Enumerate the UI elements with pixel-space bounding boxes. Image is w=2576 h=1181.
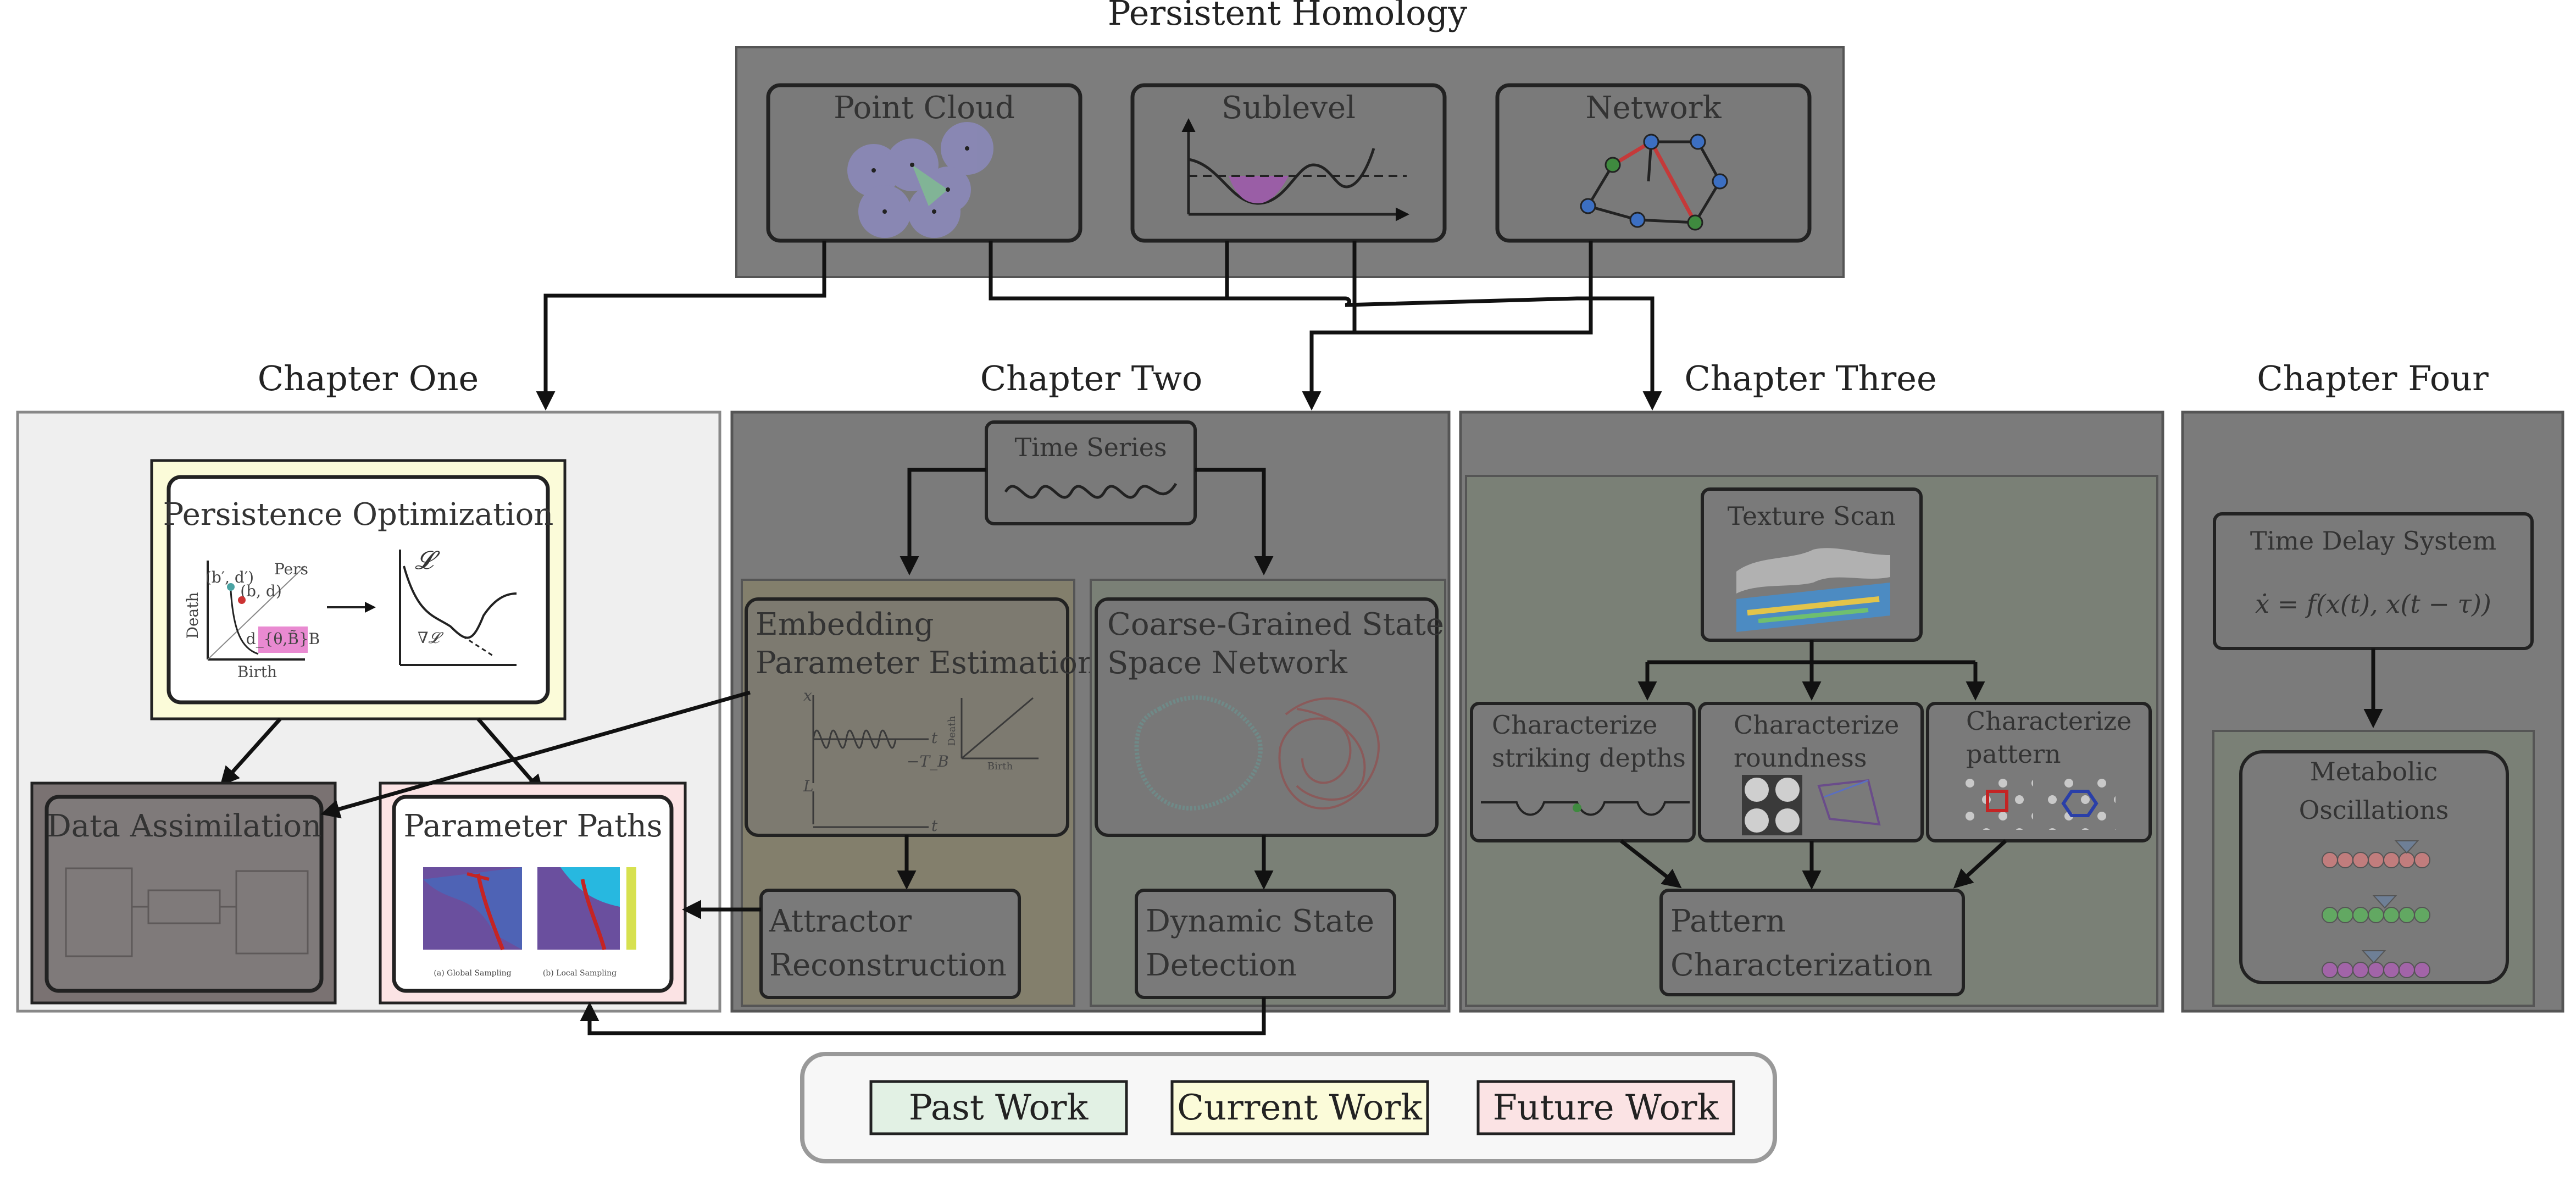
chapter-four-section: Chapter Four Time Delay System ẋ = f(x(t…	[2181, 358, 2564, 1013]
time-series-node[interactable]: Time Series	[985, 420, 1197, 525]
pattern-label-line2: pattern	[1966, 739, 2061, 769]
death-axis-label: Death	[184, 592, 202, 639]
distance-label: d_{θ,B̃}B	[246, 630, 320, 648]
parameter-paths-node[interactable]: Parameter Paths (a) Global Sampling (b) …	[392, 795, 674, 993]
chapter-four-title: Chapter Four	[2257, 358, 2489, 398]
data-assimilation-node[interactable]: Data Assimilation	[45, 795, 324, 993]
embedding-death-label: Death	[946, 716, 958, 746]
periodic-network-icon	[1134, 695, 1263, 811]
legend: Past Work Current Work Future Work	[800, 1052, 1777, 1163]
attractor-label-line1: Attractor	[769, 903, 912, 939]
coarse-grained-label-line2: Space Network	[1107, 645, 1348, 681]
time-delay-label: Time Delay System	[2250, 526, 2496, 556]
subfigure-a-caption: (a) Global Sampling	[434, 969, 511, 978]
persistence-optimization-node[interactable]: Persistence Optimization Death Birth Per…	[163, 475, 554, 705]
point-cloud-label: Point Cloud	[834, 90, 1015, 126]
chapter-one-title: Chapter One	[258, 358, 479, 398]
embedding-node[interactable]: Embedding Parameter Estimation x t L t −…	[745, 597, 1097, 837]
roundness-label-line1: Characterize	[1734, 710, 1899, 740]
data-assimilation-thumbnail	[65, 867, 309, 957]
parameter-paths-heatmaps: (a) Global Sampling (b) Local Sampling	[423, 867, 636, 978]
texture-scan-node[interactable]: Texture Scan	[1701, 487, 1923, 642]
roundness-node[interactable]: Characterize roundness	[1698, 702, 1924, 842]
chapter-two-section: Chapter Two Time Series Embedding Parame…	[320, 358, 1451, 1035]
persistence-diagram-plot: Death Birth Pers (b′, d′) (b, d) d_{θ,B̃…	[184, 545, 517, 681]
time-series-label: Time Series	[1014, 433, 1167, 462]
pattern-characterization-node[interactable]: Pattern Characterization	[1659, 889, 1965, 996]
texture-scan-label: Texture Scan	[1728, 501, 1896, 531]
pers-label: Pers	[274, 560, 308, 578]
attractor-reconstruction-node[interactable]: Attractor Reconstruction	[759, 889, 1021, 999]
network-node[interactable]: Network	[1495, 83, 1812, 243]
grad-label: ∇𝓛	[418, 629, 444, 647]
legend-label-current: Current Work	[1177, 1088, 1423, 1128]
persistent-homology-title: Persistent Homology	[1108, 0, 1467, 33]
striking-depths-node[interactable]: Characterize striking depths	[1470, 702, 1696, 842]
sublevel-node[interactable]: Sublevel	[1130, 83, 1447, 243]
point-cloud-node[interactable]: Point Cloud	[766, 83, 1082, 243]
chapter-two-title: Chapter Two	[980, 358, 1203, 398]
striking-depths-icon	[1481, 801, 1690, 816]
connector-arrows	[536, 241, 1662, 411]
embedding-t2-label: t	[931, 817, 938, 835]
network-vertices	[1580, 134, 1728, 231]
embedding-t-label: t	[931, 729, 938, 747]
metabolic-label-line1: Metabolic	[2310, 757, 2438, 786]
roundness-icon	[1742, 775, 1881, 835]
texture-surface-icon	[1736, 548, 1890, 632]
subfigure-b-caption: (b) Local Sampling	[543, 969, 617, 978]
legend-item-future: Future Work	[1476, 1080, 1735, 1135]
embedding-label-line2: Parameter Estimation	[756, 645, 1097, 681]
striking-label-line1: Characterize	[1492, 710, 1657, 740]
data-assimilation-label: Data Assimilation	[47, 808, 321, 844]
time-series-wave-icon	[1004, 483, 1178, 499]
pattern-char-label-line2: Characterization	[1670, 947, 1933, 983]
persistent-homology-section: Persistent Homology Point Cloud Sublevel	[735, 0, 1845, 278]
metabolic-chain-icons	[2322, 840, 2430, 978]
sublevel-label: Sublevel	[1222, 90, 1356, 126]
chapter-three-title: Chapter Three	[1684, 358, 1936, 398]
point2-label: (b, d)	[240, 582, 282, 600]
roundness-label-line2: roundness	[1734, 743, 1867, 773]
simplex-icon	[912, 165, 948, 206]
legend-label-future: Future Work	[1493, 1088, 1719, 1128]
time-delay-system-node[interactable]: Time Delay System ẋ = f(x(t), x(t − τ))	[2213, 512, 2534, 650]
striking-label-line2: striking depths	[1492, 743, 1686, 773]
embedding-birth-label: Birth	[987, 761, 1013, 772]
legend-label-past: Past Work	[909, 1088, 1089, 1128]
chapter-three-section: Chapter Three Texture Scan Characterize …	[1459, 358, 2164, 1013]
chapter-one-section: Chapter One Persistence Optimization Dea…	[16, 358, 721, 1013]
embedding-plots	[812, 695, 1039, 828]
dynamic-state-node[interactable]: Dynamic State Detection	[1135, 889, 1396, 999]
sublevel-plot-icon	[1181, 118, 1409, 221]
embedding-tb-label: −T_B	[907, 752, 949, 770]
metabolic-oscillations-node[interactable]: Metabolic Oscillations	[2239, 750, 2509, 984]
embedding-l-label: L	[803, 777, 814, 795]
metabolic-label-line2: Oscillations	[2299, 795, 2449, 825]
pattern-label-line1: Characterize	[1966, 706, 2131, 736]
attractor-label-line2: Reconstruction	[769, 947, 1007, 983]
embedding-label-line1: Embedding	[756, 607, 934, 642]
coarse-grained-label-line1: Coarse-Grained State	[1107, 607, 1444, 642]
pattern-char-label-line1: Pattern	[1670, 903, 1786, 939]
legend-item-current: Current Work	[1170, 1080, 1429, 1135]
birth-axis-label: Birth	[237, 663, 277, 681]
pattern-icon	[1964, 775, 2116, 830]
coarse-grained-node[interactable]: Coarse-Grained State Space Network	[1095, 597, 1444, 837]
legend-item-past: Past Work	[869, 1080, 1128, 1135]
dynamic-state-label-line2: Detection	[1146, 947, 1297, 983]
embedding-x-label: x	[803, 686, 812, 705]
chaotic-network-icon	[1278, 697, 1380, 810]
dynamic-state-label-line1: Dynamic State	[1146, 903, 1374, 939]
parameter-paths-label: Parameter Paths	[403, 808, 662, 844]
persistence-optimization-label: Persistence Optimization	[163, 497, 554, 533]
time-delay-equation: ẋ = f(x(t), x(t − τ))	[2255, 589, 2491, 619]
network-label: Network	[1586, 90, 1722, 126]
pattern-node[interactable]: Characterize pattern	[1926, 702, 2152, 842]
